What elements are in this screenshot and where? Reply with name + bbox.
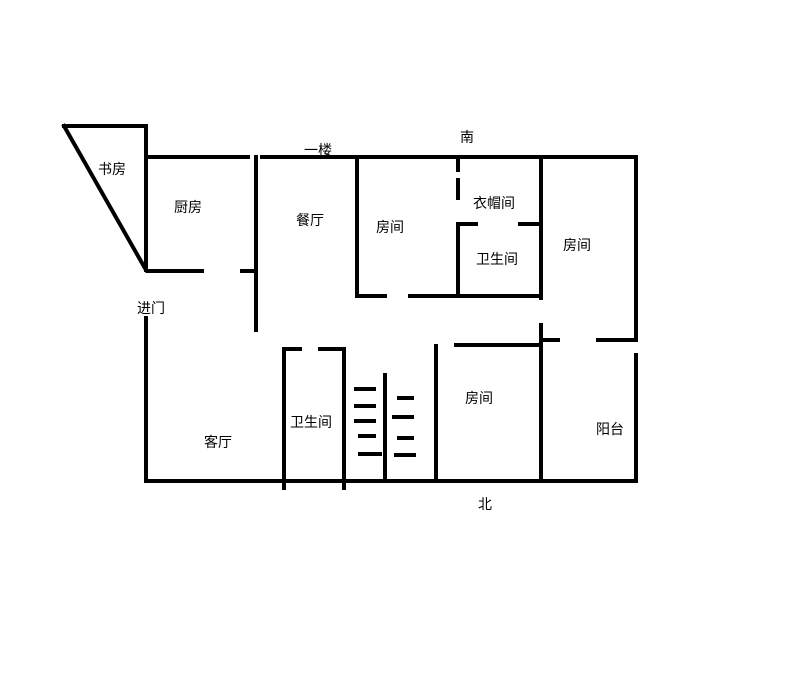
interior-walls xyxy=(146,155,638,490)
room-label-bathroom-lower: 卫生间 xyxy=(290,415,332,431)
labels: 一楼 南 北 书房 厨房 餐厅 房间 衣帽间 卫生间 房间 进门 卫生间 房间 … xyxy=(98,130,624,513)
study-walls xyxy=(61,123,149,273)
room-label-bedroom-1: 房间 xyxy=(376,220,404,236)
outer-walls xyxy=(144,155,638,483)
direction-south-label: 南 xyxy=(460,130,474,146)
room-label-bedroom-2: 房间 xyxy=(563,238,591,254)
room-label-study: 书房 xyxy=(98,162,126,178)
room-label-balcony: 阳台 xyxy=(596,422,624,438)
floor-label: 一楼 xyxy=(304,143,332,159)
direction-north-label: 北 xyxy=(478,497,492,513)
room-label-cloakroom: 衣帽间 xyxy=(473,196,515,212)
room-label-living-room: 客厅 xyxy=(204,434,232,451)
room-label-entrance: 进门 xyxy=(137,301,165,317)
staircase xyxy=(354,387,416,457)
room-label-bathroom-upper: 卫生间 xyxy=(476,252,518,268)
room-label-bedroom-3: 房间 xyxy=(465,391,493,407)
room-label-dining: 餐厅 xyxy=(296,213,324,229)
room-label-kitchen: 厨房 xyxy=(174,200,202,216)
